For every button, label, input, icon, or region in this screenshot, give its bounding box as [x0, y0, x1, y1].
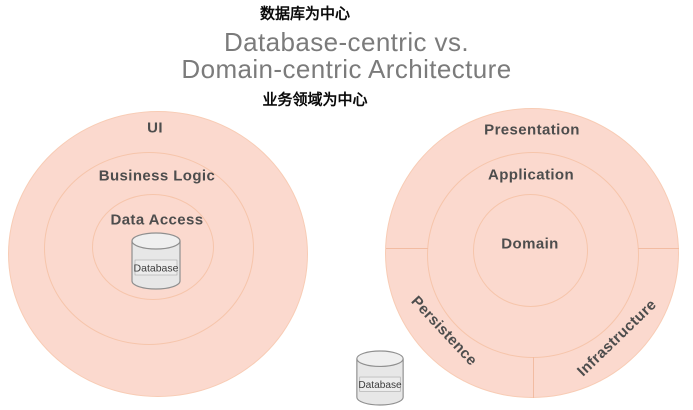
title-line-2: Domain-centric Architecture [181, 54, 512, 84]
title-line-1: Database-centric vs. [224, 27, 469, 57]
segment-divider-left [386, 248, 428, 250]
database-label-box [134, 259, 178, 276]
database-cylinder-top [356, 350, 404, 368]
database-icon: Database [131, 232, 181, 290]
left-middle-circle-business-logic [44, 152, 254, 345]
database-cylinder-top [131, 232, 181, 250]
right-ring-label-application: Application [487, 166, 575, 184]
left-ring-label-data-access: Data Access [110, 211, 204, 229]
database-icon: Database [356, 350, 404, 406]
database-label: Database [358, 380, 402, 391]
left-ring-label-ui: UI [147, 119, 163, 137]
segment-divider-right [638, 248, 679, 250]
page-title: Database-centric vs. Domain-centric Arch… [0, 29, 693, 83]
segment-divider-bottom [533, 357, 535, 398]
right-ring-label-domain: Domain [501, 235, 559, 253]
right-inner-circle-domain [473, 194, 588, 307]
database-label-box [359, 376, 401, 392]
right-ring-label-presentation: Presentation [484, 121, 580, 139]
left-inner-circle-data-access [92, 194, 214, 300]
caption-domain-centric: 业务领域为中心 [262, 91, 368, 109]
caption-database-centric: 数据库为中心 [259, 5, 351, 23]
database-label: Database [134, 263, 179, 275]
left-ring-label-business-logic: Business Logic [98, 167, 216, 185]
